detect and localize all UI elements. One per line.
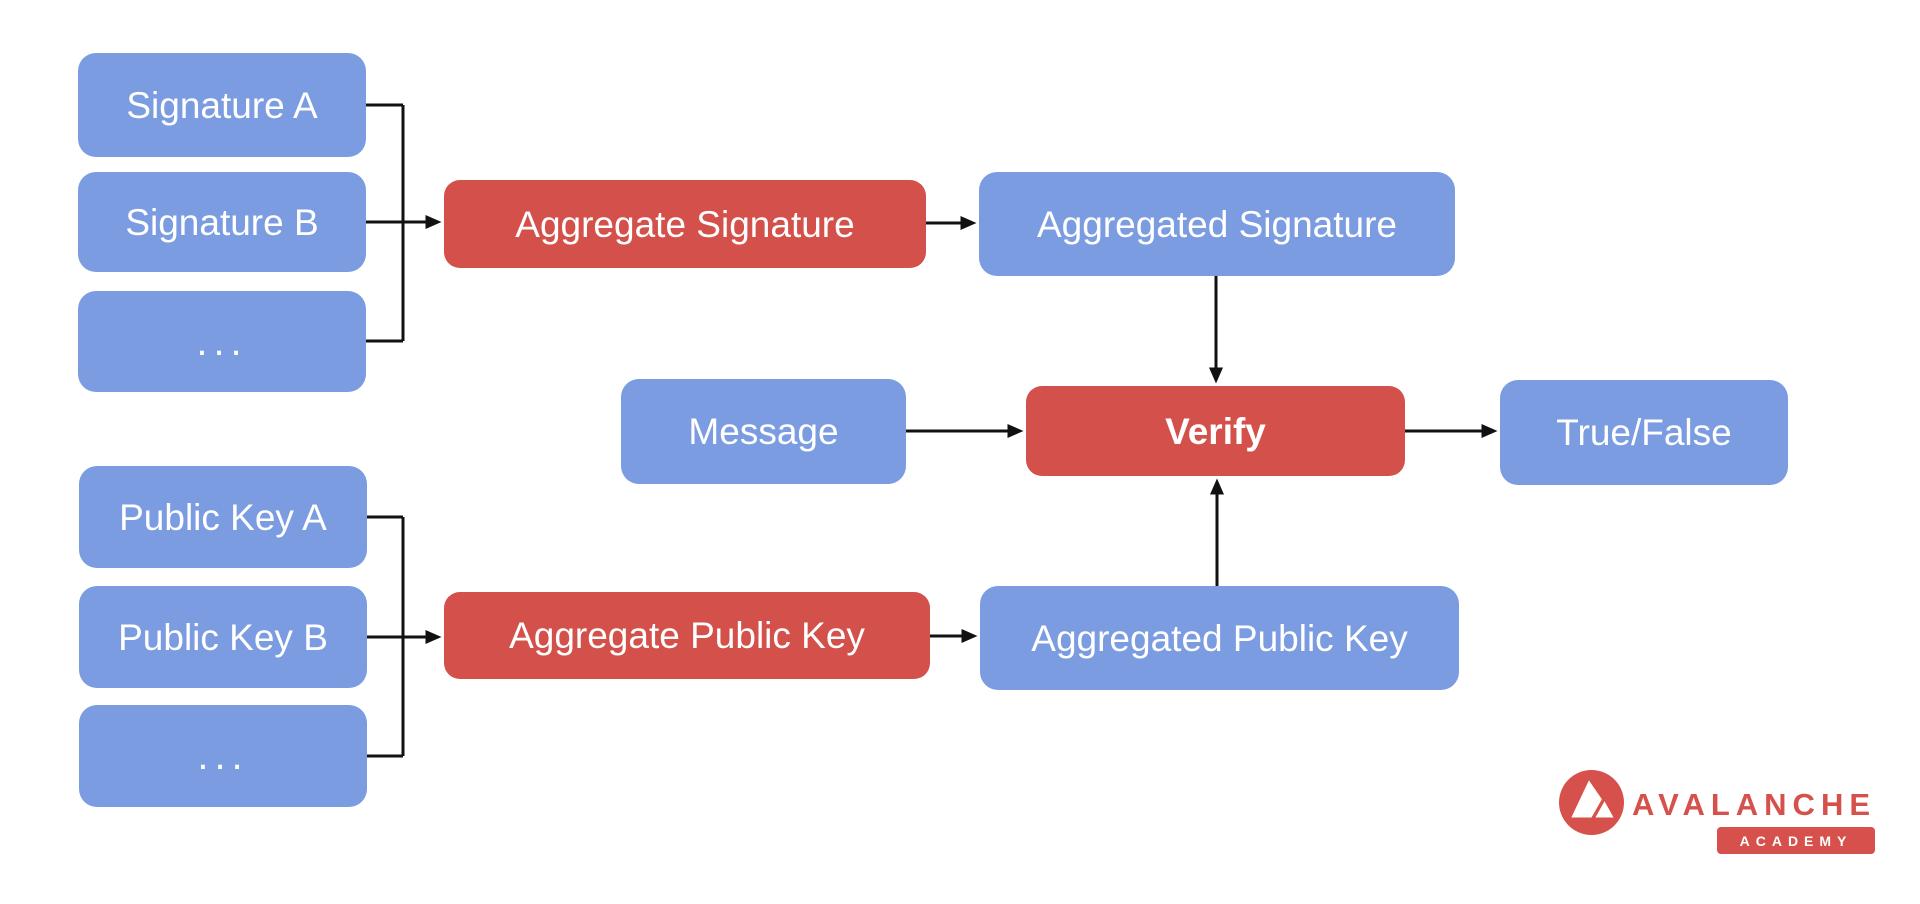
avalanche-mark-icon [1559, 770, 1624, 835]
node-signature-ellipsis: ... [78, 291, 366, 392]
avalanche-academy-logo: AVALANCHE ACADEMY [1556, 766, 1888, 862]
node-aggregate-signature: Aggregate Signature [444, 180, 926, 268]
node-public-key-ellipsis: ... [79, 705, 367, 807]
node-signature-a: Signature A [78, 53, 366, 157]
avalanche-wordmark: AVALANCHE [1632, 787, 1877, 822]
academy-badge: ACADEMY [1717, 827, 1875, 854]
node-message: Message [621, 379, 906, 484]
node-public-key-a: Public Key A [79, 466, 367, 568]
node-aggregated-public-key: Aggregated Public Key [980, 586, 1459, 690]
node-public-key-b: Public Key B [79, 586, 367, 688]
node-signature-b: Signature B [78, 172, 366, 272]
node-verify: Verify [1026, 386, 1405, 476]
node-true-false: True/False [1500, 380, 1788, 485]
node-aggregate-public-key: Aggregate Public Key [444, 592, 930, 679]
node-aggregated-signature: Aggregated Signature [979, 172, 1455, 276]
